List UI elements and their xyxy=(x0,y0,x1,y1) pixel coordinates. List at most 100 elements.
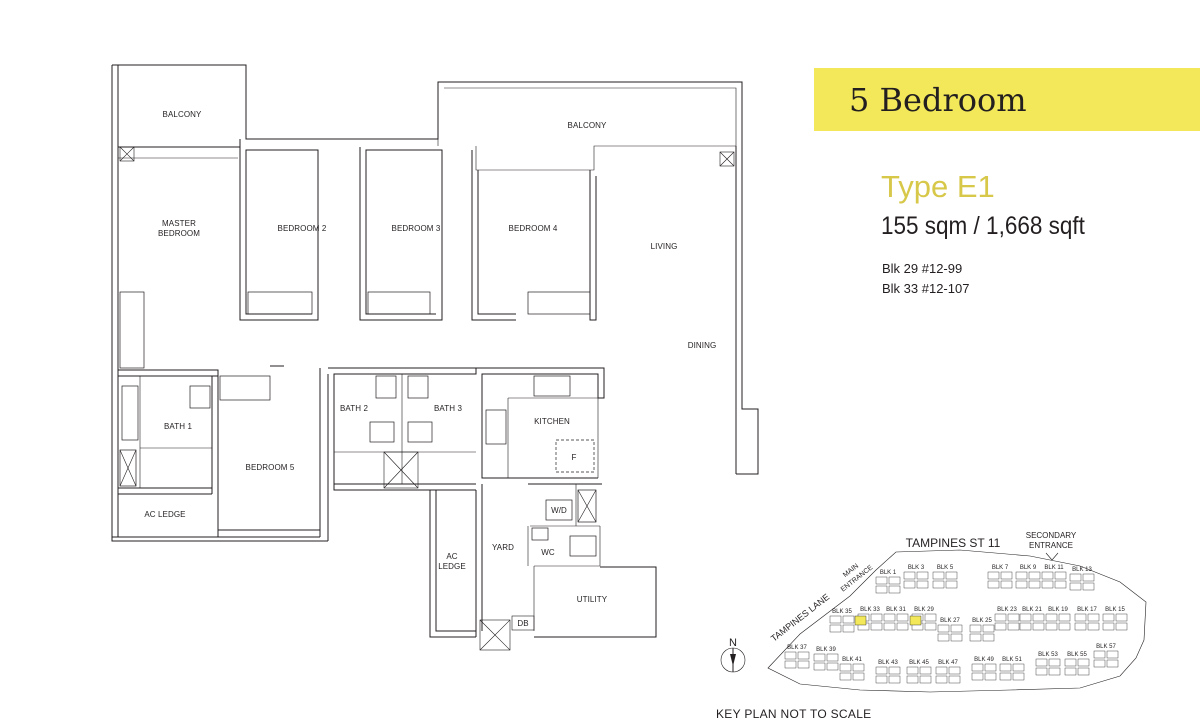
ac-ledge-left-label: AC LEDGE xyxy=(144,510,185,519)
key-plan-building xyxy=(1064,667,1077,676)
key-plan-block-label: BLK 17 xyxy=(1077,607,1097,613)
unit-area: 155 sqm / 1,668 sqft xyxy=(881,212,1085,240)
key-plan-block-label: BLK 21 xyxy=(1022,607,1042,613)
key-plan-building xyxy=(1054,571,1067,580)
balcony-right-label: BALCONY xyxy=(568,121,607,130)
key-plan-building xyxy=(870,613,883,622)
key-plan-block-label: BLK 27 xyxy=(940,618,960,624)
unit-number-2: Blk 33 #12-107 xyxy=(882,281,970,296)
key-plan-building xyxy=(906,675,919,684)
key-plan-building xyxy=(1054,580,1067,589)
key-plan-block-label: BLK 43 xyxy=(878,660,898,666)
key-plan-highlight-blk-33 xyxy=(854,615,867,626)
key-plan-block-label: BLK 1 xyxy=(880,570,897,576)
ac-ledge-mid-label-2: LEDGE xyxy=(438,562,466,571)
bedroom-2-label: BEDROOM 2 xyxy=(278,224,327,233)
key-plan-block-label: BLK 15 xyxy=(1105,607,1125,613)
key-plan-building xyxy=(1012,663,1025,672)
key-plan-block-label: BLK 29 xyxy=(914,607,934,613)
key-plan-building xyxy=(813,653,826,662)
key-plan-building xyxy=(1007,622,1020,631)
key-plan-building xyxy=(1045,622,1058,631)
key-plan-block-label: BLK 41 xyxy=(842,657,862,663)
key-plan-block-label: BLK 53 xyxy=(1038,652,1058,658)
key-plan-building xyxy=(948,675,961,684)
fridge-label: F xyxy=(572,453,577,462)
key-plan-building xyxy=(994,613,1007,622)
key-plan-block-label: BLK 57 xyxy=(1096,644,1116,650)
balcony-walls xyxy=(118,82,737,171)
unit-number-1: Blk 29 #12-99 xyxy=(882,261,963,276)
key-plan-block-label: BLK 9 xyxy=(1020,565,1037,571)
wc-label: WC xyxy=(541,548,555,557)
key-plan-building xyxy=(1058,613,1071,622)
title-banner: 5 Bedroom xyxy=(814,68,1200,131)
key-plan-building xyxy=(1106,650,1119,659)
key-plan-block-label: BLK 11 xyxy=(1044,565,1064,571)
key-plan-block-label: BLK 49 xyxy=(974,657,994,663)
key-plan-building xyxy=(916,580,929,589)
key-plan-building xyxy=(829,624,842,633)
key-plan-building xyxy=(1077,658,1090,667)
key-plan-building xyxy=(1028,571,1041,580)
key-plan-block-label: BLK 45 xyxy=(909,660,929,666)
key-plan-building xyxy=(1093,659,1106,668)
key-plan-building xyxy=(1115,613,1128,622)
outer-walls xyxy=(111,64,759,638)
key-plan-building xyxy=(826,653,839,662)
key-plan-building xyxy=(984,663,997,672)
key-plan-building xyxy=(896,613,909,622)
key-plan-building xyxy=(784,651,797,660)
key-plan-building xyxy=(883,622,896,631)
key-plan-building xyxy=(1082,582,1095,591)
key-plan-building xyxy=(982,624,995,633)
key-plan-building xyxy=(875,675,888,684)
bath-2-3-zone xyxy=(319,367,477,541)
key-plan-block-label: BLK 51 xyxy=(1002,657,1022,663)
key-plan-building xyxy=(1015,571,1028,580)
dining-label: DINING xyxy=(688,341,717,350)
key-plan-building xyxy=(969,633,982,642)
key-plan-building xyxy=(1106,659,1119,668)
key-plan-block-label: BLK 31 xyxy=(886,607,906,613)
secondary-entrance-label-1: SECONDARY xyxy=(1026,531,1077,540)
key-plan-building xyxy=(1082,573,1095,582)
db-label: DB xyxy=(517,619,528,628)
key-plan-building xyxy=(999,663,1012,672)
key-plan-building xyxy=(1074,613,1087,622)
key-plan-building xyxy=(1041,580,1054,589)
key-plan-building xyxy=(1069,573,1082,582)
key-plan-block-label: BLK 55 xyxy=(1067,652,1087,658)
key-plan-building xyxy=(1032,622,1045,631)
key-plan-building xyxy=(919,675,932,684)
key-plan-building xyxy=(984,672,997,681)
key-plan-building xyxy=(937,624,950,633)
bath-3-label: BATH 3 xyxy=(434,404,462,413)
key-plan-building xyxy=(829,615,842,624)
key-plan-building xyxy=(950,624,963,633)
key-plan-building xyxy=(950,633,963,642)
key-plan-highlight-blk-29 xyxy=(909,615,922,626)
page-title: 5 Bedroom xyxy=(849,81,1027,119)
key-plan-building xyxy=(875,576,888,585)
key-plan-building xyxy=(906,666,919,675)
key-plan-building xyxy=(1074,622,1087,631)
secondary-entrance-label-2: ENTRANCE xyxy=(1029,541,1073,550)
key-plan-building xyxy=(971,663,984,672)
key-plan-building xyxy=(948,666,961,675)
key-plan-block-label: BLK 37 xyxy=(787,645,807,651)
key-plan-building xyxy=(937,633,950,642)
key-plan-building xyxy=(987,580,1000,589)
living-label: LIVING xyxy=(651,242,678,251)
key-plan-building xyxy=(1115,622,1128,631)
key-plan-building xyxy=(1028,580,1041,589)
key-plan-building xyxy=(888,666,901,675)
north-label: N xyxy=(729,637,737,649)
key-plan-building xyxy=(982,633,995,642)
key-plan-building xyxy=(1041,571,1054,580)
key-plan-building xyxy=(784,660,797,669)
key-plan-street-label: TAMPINES ST 11 xyxy=(906,536,1001,550)
key-plan-building xyxy=(971,672,984,681)
